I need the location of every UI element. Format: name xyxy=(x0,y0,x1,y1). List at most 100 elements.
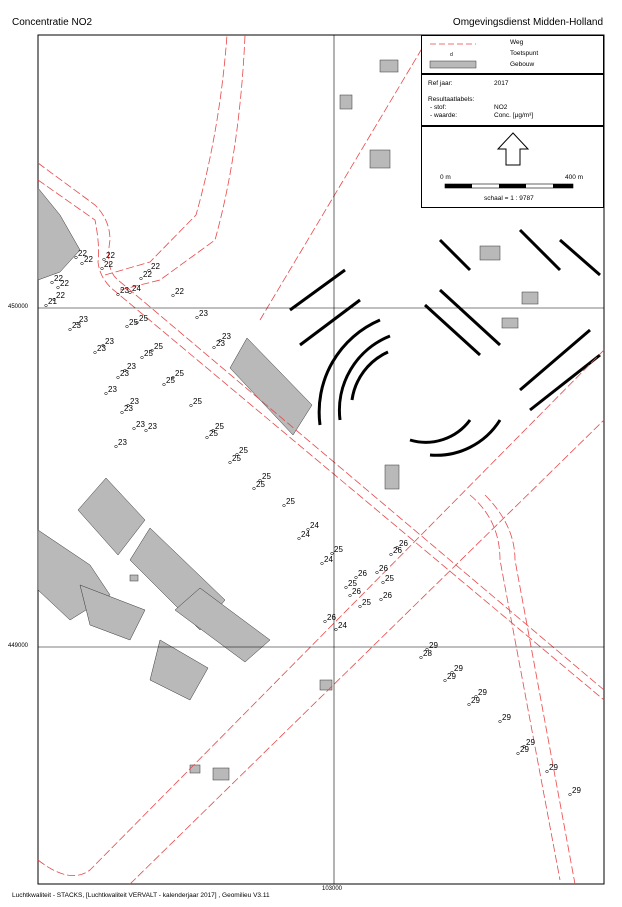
receptor-point-icon[interactable] xyxy=(120,410,124,415)
receptor-point-icon[interactable] xyxy=(101,343,105,348)
receptor-label: 25 xyxy=(334,545,343,554)
building xyxy=(379,59,399,73)
house-row xyxy=(519,328,591,392)
receptor-point-icon[interactable] xyxy=(104,391,108,396)
receptor-point-icon[interactable] xyxy=(150,348,154,353)
scalebar xyxy=(444,183,574,189)
receptor-point-icon[interactable] xyxy=(334,627,338,632)
receptor-point-icon[interactable] xyxy=(516,751,520,756)
receptor-point-icon[interactable] xyxy=(80,261,84,266)
receptor-point-icon[interactable] xyxy=(171,375,175,380)
receptor-point-icon[interactable] xyxy=(147,268,151,273)
receptor-point-icon[interactable] xyxy=(375,570,379,575)
building xyxy=(384,464,400,490)
receptor-point-icon[interactable] xyxy=(123,368,127,373)
receptor-point-icon[interactable] xyxy=(56,285,60,290)
road[interactable] xyxy=(37,179,605,701)
receptor-point-icon[interactable] xyxy=(389,552,393,557)
receptor-point-icon[interactable] xyxy=(545,769,549,774)
receptor-point-icon[interactable] xyxy=(306,527,310,532)
map-frame xyxy=(37,34,605,885)
receptor-point-icon[interactable] xyxy=(44,303,48,308)
house-row xyxy=(438,288,502,347)
coord-label-x: 103000 xyxy=(322,886,343,892)
receptor-point-icon[interactable] xyxy=(354,575,358,580)
receptor-point-icon[interactable] xyxy=(474,694,478,699)
receptor-point-icon[interactable] xyxy=(443,678,447,683)
receptor-point-icon[interactable] xyxy=(379,597,383,602)
receptor-point-icon[interactable] xyxy=(395,545,399,550)
receptor-point-icon[interactable] xyxy=(297,536,301,541)
receptor-point-icon[interactable] xyxy=(425,647,429,652)
receptor-point-icon[interactable] xyxy=(139,276,143,281)
road[interactable] xyxy=(119,34,246,291)
receptor-point-icon[interactable] xyxy=(195,315,199,320)
receptor-point-icon[interactable] xyxy=(568,792,572,797)
receptor-point-icon[interactable] xyxy=(144,428,148,433)
receptor-point-icon[interactable] xyxy=(358,604,362,609)
receptor-point-icon[interactable] xyxy=(330,551,334,556)
receptor-point-icon[interactable] xyxy=(171,293,175,298)
receptor-point-icon[interactable] xyxy=(320,561,324,566)
receptor-label: 25 xyxy=(193,397,202,406)
road[interactable] xyxy=(104,34,228,276)
receptor-label: 22 xyxy=(143,270,152,279)
receptor-point-icon[interactable] xyxy=(75,321,79,326)
receptor-label: 24 xyxy=(301,530,310,539)
receptor-point-icon[interactable] xyxy=(116,375,120,380)
receptor-point-icon[interactable] xyxy=(52,297,56,302)
scalebar-segment xyxy=(553,184,573,188)
receptor-point-icon[interactable] xyxy=(74,255,78,260)
receptor-point-icon[interactable] xyxy=(102,257,106,262)
receptor-point-icon[interactable] xyxy=(100,266,104,271)
receptor-point-icon[interactable] xyxy=(211,428,215,433)
north-arrow-and-scale xyxy=(444,132,574,189)
receptor-label: 29 xyxy=(502,713,511,722)
road[interactable] xyxy=(484,494,576,885)
receptor-point-icon[interactable] xyxy=(419,655,423,660)
receptor-label: 23 xyxy=(108,385,117,394)
receptor-point-icon[interactable] xyxy=(132,426,136,431)
receptor-point-icon[interactable] xyxy=(522,744,526,749)
receptor-point-icon[interactable] xyxy=(218,338,222,343)
road[interactable] xyxy=(469,494,561,881)
receptor-point-icon[interactable] xyxy=(135,320,139,325)
receptor-label: 23 xyxy=(148,422,157,431)
receptor-point-icon[interactable] xyxy=(189,403,193,408)
receptor-point-icon[interactable] xyxy=(282,503,286,508)
receptor-point-icon[interactable] xyxy=(252,486,256,491)
receptor-point-icon[interactable] xyxy=(116,292,120,297)
road[interactable] xyxy=(129,419,605,885)
receptor-point-icon[interactable] xyxy=(212,345,216,350)
receptor-point-icon[interactable] xyxy=(205,435,209,440)
receptor-point-icon[interactable] xyxy=(93,350,97,355)
receptor-point-icon[interactable] xyxy=(68,327,72,332)
road[interactable] xyxy=(37,162,605,691)
receptor-point-icon[interactable] xyxy=(140,355,144,360)
receptor-point-icon[interactable] xyxy=(235,452,239,457)
road[interactable] xyxy=(37,349,605,877)
receptor-point-icon[interactable] xyxy=(344,585,348,590)
receptor-point-icon[interactable] xyxy=(125,324,129,329)
receptor-point-icon[interactable] xyxy=(228,460,232,465)
receptor-point-icon[interactable] xyxy=(323,619,327,624)
receptor-label: 22 xyxy=(104,260,113,269)
building xyxy=(339,94,353,110)
receptor-point-icon[interactable] xyxy=(114,444,118,449)
house-row xyxy=(423,303,482,357)
receptor-point-icon[interactable] xyxy=(498,719,502,724)
receptor-point-icon[interactable] xyxy=(450,670,454,675)
road[interactable] xyxy=(259,34,431,321)
receptor-point-icon[interactable] xyxy=(348,593,352,598)
building xyxy=(149,639,209,701)
receptor-label: 23 xyxy=(79,315,88,324)
receptor-point-icon[interactable] xyxy=(381,580,385,585)
receptor-point-icon[interactable] xyxy=(128,290,132,295)
house-row xyxy=(317,318,381,426)
receptor-point-icon[interactable] xyxy=(162,382,166,387)
receptor-point-icon[interactable] xyxy=(467,702,471,707)
receptor-point-icon[interactable] xyxy=(126,403,130,408)
receptor-point-icon[interactable] xyxy=(50,280,54,285)
receptor-point-icon[interactable] xyxy=(258,478,262,483)
